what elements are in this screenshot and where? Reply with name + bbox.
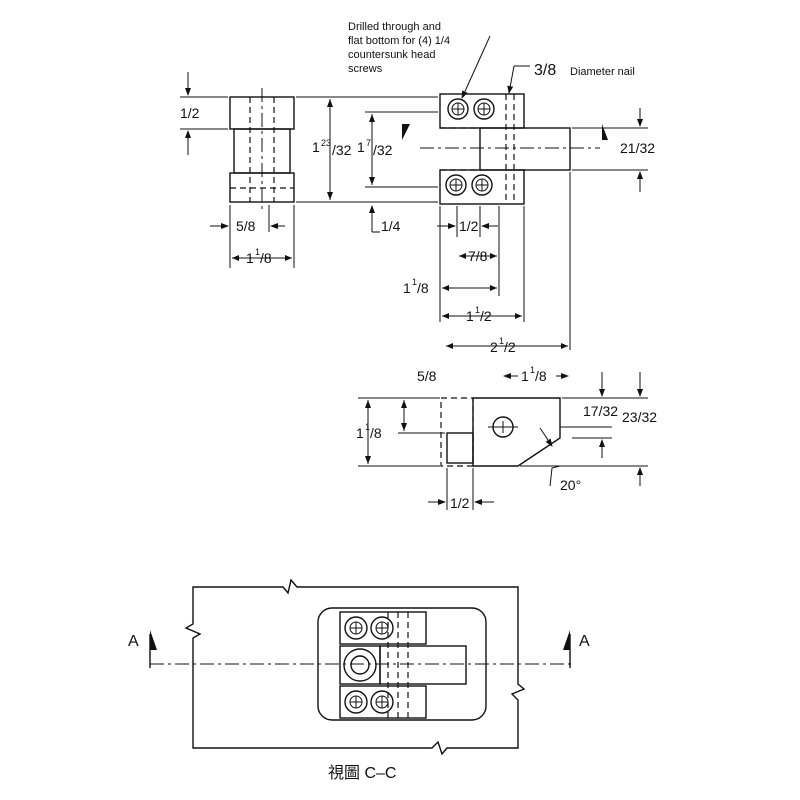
dim-1-4: 1/4: [381, 218, 401, 234]
screw-hole-3: [445, 174, 467, 196]
slide-bar: [479, 127, 571, 171]
angle-leader: [549, 465, 561, 487]
screw-hole-4: [471, 174, 493, 196]
dim-2-1-2-den: /2: [504, 339, 516, 355]
dim-1-7-32-den: /32: [373, 142, 393, 158]
section-caption: 視圖 C–C: [328, 764, 396, 782]
dim-5-8-lower: 5/8: [417, 368, 437, 384]
section-nut-circle: [343, 648, 377, 682]
dim-1-23-32-whole: 1: [312, 139, 320, 155]
dim-1-1-2-den: /2: [480, 308, 492, 324]
dim-1-1-8-side-whole: 1: [246, 250, 254, 266]
section-screw-1: [344, 616, 368, 640]
dim-1-1-8-left-sup: 1: [365, 422, 370, 432]
front-view: 21/32 1/2 7/8 1 1 /8 1 1 /2 2 1 /2: [402, 93, 655, 355]
section-label-right: A: [579, 633, 590, 650]
end-view-body: [472, 397, 561, 467]
dim-1-1-8-front-sup: 1: [412, 277, 417, 287]
section-view: A A 視圖 C–C: [128, 578, 590, 782]
dim-1-7-32-sup: 7: [366, 138, 371, 148]
dim-1-1-2-whole: 1: [466, 308, 474, 324]
dim-1-1-8-lower-sup: 1: [530, 365, 535, 375]
dim-20deg: 20°: [560, 477, 581, 493]
screw-hole-2: [473, 98, 495, 120]
dim-1-1-8-side-sup: 1: [255, 247, 260, 257]
dim-1-1-8-lower-den: /8: [535, 368, 547, 384]
dim-1-7-32-arrowheads: [369, 114, 375, 185]
dim-1-7-32-whole: 1: [357, 139, 365, 155]
section-slide-bar: [379, 645, 467, 685]
section-arrow-right-head: [563, 630, 570, 650]
section-mark-right: [602, 124, 608, 140]
dim-half-bottom: 1/2: [450, 495, 470, 511]
side-view: 1/2 5/8 1 1 /8: [180, 72, 295, 268]
section-screw-2: [370, 616, 394, 640]
nail-leader: [507, 65, 515, 94]
dim-17-32: 17/32: [583, 403, 618, 419]
dim-half-front: 1/2: [459, 218, 479, 234]
dim-1-1-8-arrowheads: [232, 255, 292, 261]
dim-half-top: 1/2: [180, 105, 200, 121]
section-label-left: A: [128, 633, 139, 650]
end-view-small-block: [446, 432, 474, 464]
dim-1-1-8-side-den: /8: [260, 250, 272, 266]
section-upper-jaw: [339, 611, 427, 645]
dim-1-1-8-left-whole: 1: [356, 425, 364, 441]
dim-1-23-32-den: /32: [332, 142, 352, 158]
dim-1-1-8-lower-whole: 1: [521, 368, 529, 384]
dim-inner-arrowheads: [401, 400, 407, 431]
section-outline: [184, 578, 526, 756]
end-view-left-dashed: [440, 397, 474, 467]
dim-7-8: 7/8: [468, 248, 488, 264]
section-arrow-left-head: [150, 630, 157, 650]
screw-hole-1: [447, 98, 469, 120]
section-screw-3: [344, 690, 368, 714]
height-dimensions: 1 23 /32 1 7 /32 1/4: [296, 96, 438, 234]
dim-5-8-side: 5/8: [236, 218, 256, 234]
drill-note-line-3: countersunk head: [348, 49, 435, 61]
section-mark-left: [402, 124, 410, 140]
dim-2-1-2-whole: 2: [490, 339, 498, 355]
end-view: 5/8 1 1 /8 1 1 /8 17/32 23/32 20°: [356, 365, 657, 511]
dim-1-1-8-left-den: /8: [370, 425, 382, 441]
dim-1-1-2-sup: 1: [475, 305, 480, 315]
dim-1-1-8-front-whole: 1: [403, 280, 411, 296]
drill-leader: [461, 35, 491, 99]
nail-label: Diameter nail: [570, 66, 635, 78]
section-nut-block: [339, 645, 381, 685]
drill-note-line-2: flat bottom for (4) 1/4: [348, 35, 450, 47]
nail-note: 3/8 Diameter nail: [507, 62, 635, 94]
section-screw-4: [370, 690, 394, 714]
drill-note-line-4: screws: [348, 63, 383, 75]
section-lower-jaw: [339, 685, 427, 719]
nail-size-label: 3/8: [534, 62, 556, 79]
angle-arrow: [539, 427, 553, 447]
drill-note: Drilled through and flat bottom for (4) …: [348, 21, 491, 99]
dim-1-1-8-front-den: /8: [417, 280, 429, 296]
dim-1-1-8-left-arrowheads: [365, 400, 371, 464]
dim-1-23-32-sup: 23: [321, 138, 331, 148]
dim-21-32: 21/32: [620, 140, 655, 156]
drill-note-line-1: Drilled through and: [348, 21, 441, 33]
dim-2-1-2-sup: 1: [499, 336, 504, 346]
dim-23-32: 23/32: [622, 409, 657, 425]
